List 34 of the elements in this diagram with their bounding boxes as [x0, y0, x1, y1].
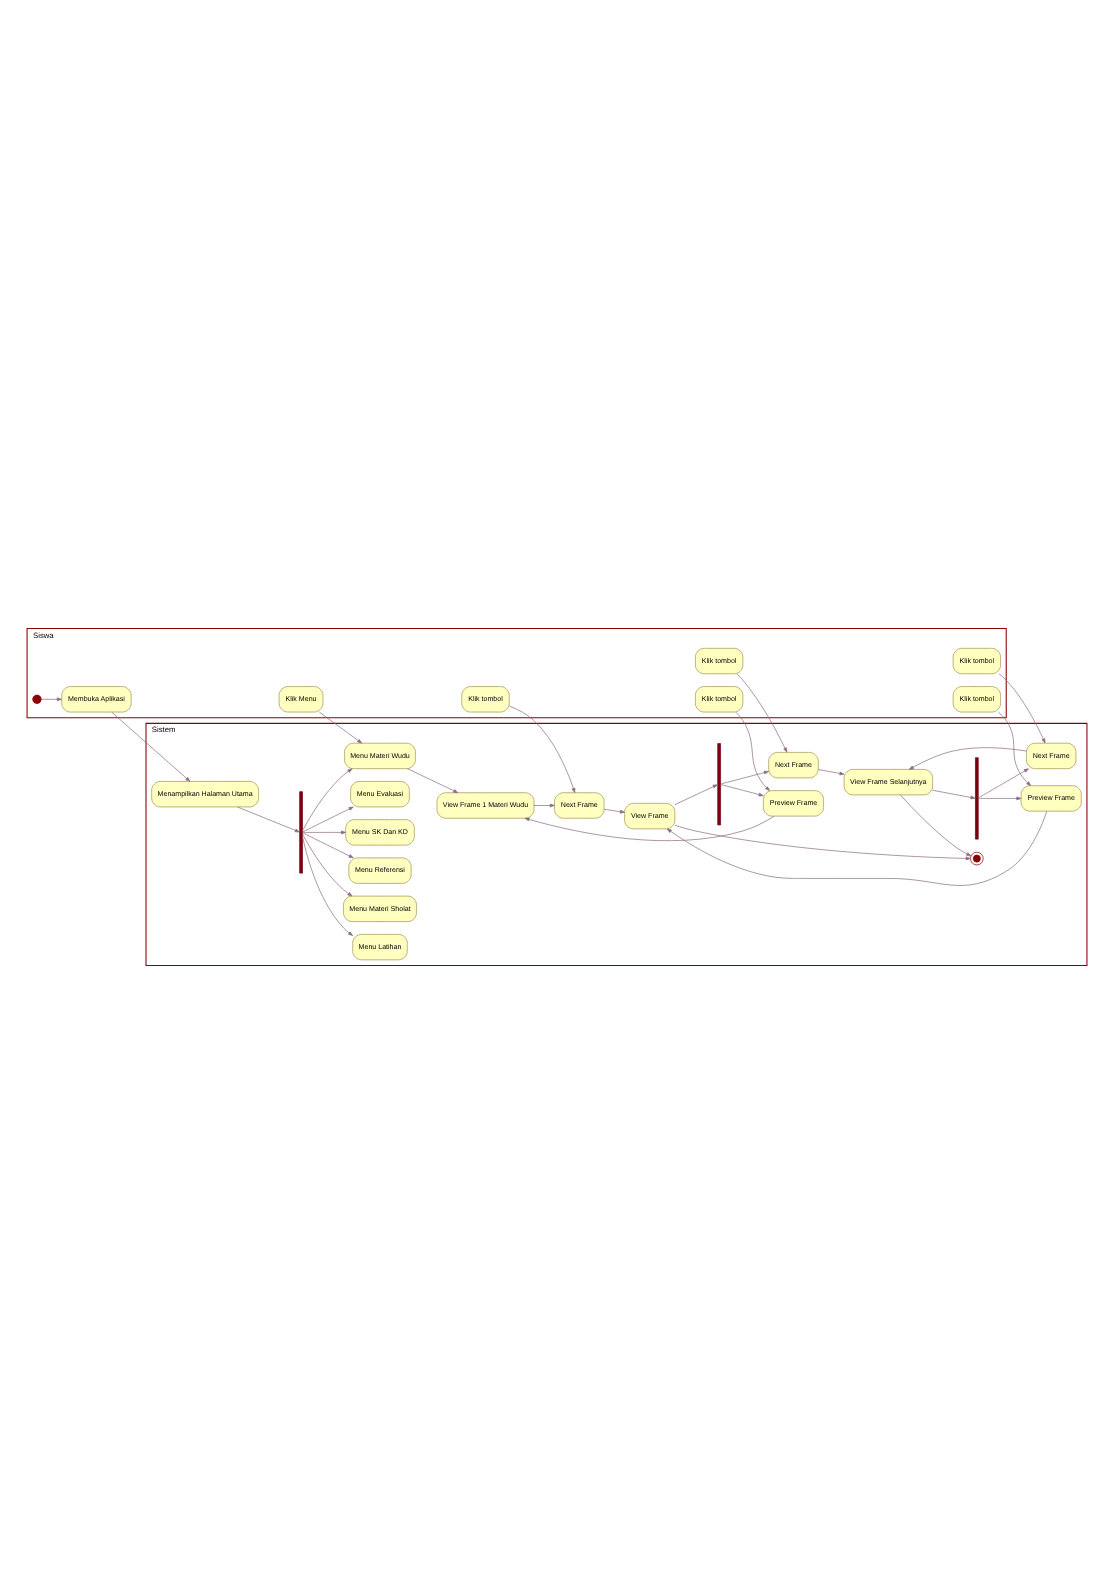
arrow	[302, 832, 353, 896]
arrow	[302, 805, 354, 832]
arrow	[319, 710, 363, 743]
arrow	[603, 807, 625, 813]
node-circle	[32, 693, 42, 703]
arrow	[302, 831, 354, 858]
arrow	[735, 710, 770, 790]
arrow	[998, 672, 1046, 743]
arrow	[666, 810, 1048, 885]
arrow	[524, 814, 775, 841]
node-bar	[299, 790, 303, 873]
arrow	[302, 829, 346, 834]
arrow	[908, 746, 1027, 769]
arrow	[899, 793, 972, 856]
arrow	[674, 823, 971, 860]
arrow	[302, 767, 353, 831]
node-bar	[975, 756, 979, 839]
arrow	[237, 805, 300, 832]
arrow	[533, 802, 555, 807]
arrow	[998, 710, 1032, 785]
arrow	[932, 788, 976, 799]
arrow	[111, 710, 191, 781]
arrow	[720, 783, 764, 796]
arrow	[736, 672, 788, 752]
arrow	[978, 767, 1029, 798]
arrow	[509, 704, 576, 792]
arrow	[720, 769, 769, 784]
arrow	[978, 795, 1022, 800]
arrow	[41, 696, 62, 701]
arrow	[818, 768, 845, 775]
arrow	[302, 834, 353, 935]
node-bar	[717, 742, 721, 825]
arrow	[674, 783, 718, 804]
arrow	[407, 767, 459, 793]
